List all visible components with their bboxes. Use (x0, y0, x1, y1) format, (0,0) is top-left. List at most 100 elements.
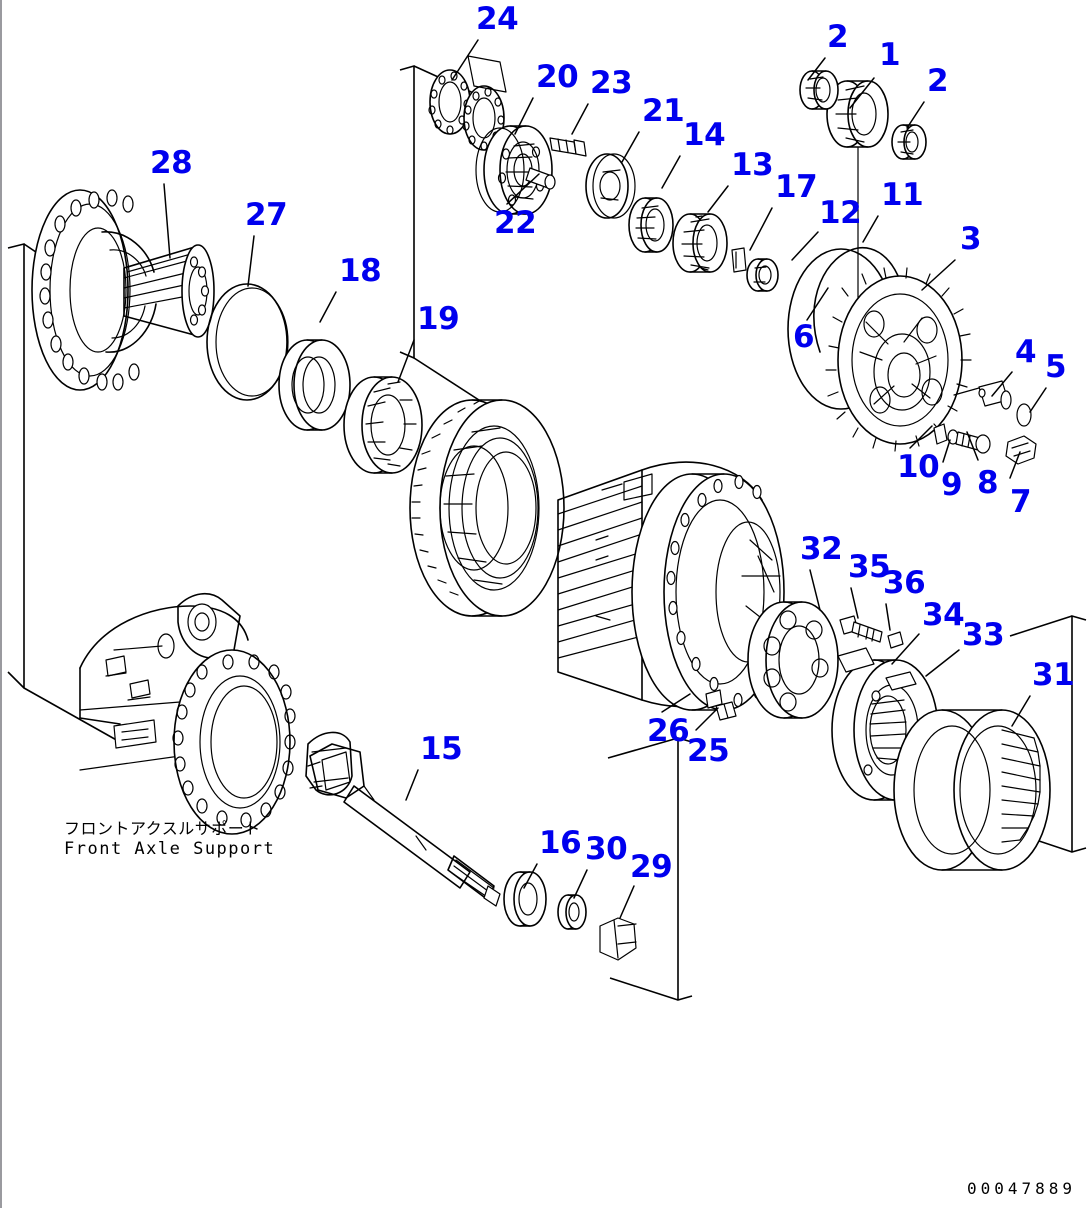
leader-line-18 (319, 291, 337, 323)
part-16-snap-ring-large (503, 871, 547, 927)
part-29-nut-axle (599, 917, 637, 961)
callout-10: 10 (897, 449, 940, 485)
callout-2: 2 (927, 63, 949, 99)
leader-line-34 (891, 633, 920, 665)
part-3-planet-carrier (825, 267, 972, 452)
leader-line-15 (405, 769, 419, 801)
callout-18: 18 (339, 253, 382, 289)
callout-24: 24 (476, 1, 519, 37)
callout-21: 21 (642, 93, 685, 129)
part-25-bolt-hub (715, 701, 737, 721)
leader-line-32 (809, 569, 821, 611)
part-15-axle-shaft (307, 743, 501, 907)
part-23-spring-pin (549, 137, 587, 157)
part-31-ring-gear (893, 709, 1051, 871)
leader-line-4 (991, 371, 1013, 397)
callout-22: 22 (494, 205, 537, 241)
leader-line-2 (906, 101, 925, 129)
leader-line-24 (451, 39, 479, 81)
callout-33: 33 (962, 617, 1005, 653)
leader-line-1 (849, 77, 875, 109)
part-14-planet-gear (628, 197, 674, 253)
leader-line-13 (707, 185, 729, 213)
leader-line-22 (506, 173, 540, 205)
leader-line-16 (523, 863, 538, 889)
part-19-roller-bearing-cage (343, 376, 423, 474)
callout-34: 34 (922, 597, 965, 633)
callout-26: 26 (647, 713, 690, 749)
leader-line-27 (247, 235, 255, 287)
callout-29: 29 (630, 849, 673, 885)
part-7-nut (1005, 435, 1037, 465)
leader-line-33 (925, 649, 960, 677)
callout-17: 17 (775, 169, 818, 205)
part-36-washer-cover (887, 631, 904, 649)
callout-3: 3 (960, 221, 982, 257)
callout-2: 2 (827, 19, 849, 55)
leader-line-26 (661, 693, 691, 713)
part-19-ring-gear-large (409, 399, 565, 617)
callout-1: 1 (879, 37, 901, 73)
leader-lines (163, 39, 1047, 919)
leader-line-11 (862, 215, 879, 243)
part-18-bearing-inner-race (278, 339, 351, 431)
part-8-bolt (955, 431, 991, 454)
leader-line-14 (661, 155, 681, 189)
callout-28: 28 (150, 145, 193, 181)
callout-15: 15 (420, 731, 463, 767)
callout-23: 23 (590, 65, 633, 101)
leader-line-21 (621, 131, 640, 163)
leader-line-6 (806, 287, 829, 321)
caption-japanese: フロントアクスルサポート (64, 819, 261, 838)
leader-line-2 (807, 57, 826, 81)
leader-line-8 (966, 431, 979, 461)
callout-6: 6 (793, 319, 815, 355)
leader-line-12 (791, 231, 819, 261)
part-22-dowel-pin (525, 167, 556, 190)
leader-line-10 (909, 425, 933, 449)
callout-9: 9 (941, 467, 963, 503)
part-24-lock-washer-ring (428, 55, 507, 151)
callout-30: 30 (585, 831, 628, 867)
leader-line-5 (1029, 387, 1047, 413)
part-30-snap-ring-small (557, 894, 587, 930)
callout-31: 31 (1032, 657, 1075, 693)
front-axle-support-bracket (79, 593, 353, 835)
callout-16: 16 (539, 825, 582, 861)
leader-line-9 (942, 439, 951, 463)
part-33-cover-plate (837, 647, 917, 691)
callout-4: 4 (1015, 334, 1037, 370)
callout-14: 14 (683, 117, 726, 153)
part-35-bolt-cover (839, 615, 883, 643)
leader-line-36 (885, 603, 891, 631)
part-10-lock-plate (933, 423, 948, 445)
part-32-bearing-retainer (747, 601, 839, 719)
part-13-needle-bearing (672, 213, 728, 273)
leader-line-31 (1011, 695, 1031, 727)
leader-line-7 (1009, 451, 1021, 479)
callout-36: 36 (883, 565, 926, 601)
part-27-o-ring (206, 283, 289, 401)
callout-20: 20 (536, 59, 579, 95)
caption-english: Front Axle Support (64, 839, 276, 859)
part-17-retaining-clip (731, 247, 747, 273)
part-5-pin-plug (1016, 403, 1032, 427)
leader-line-29 (619, 885, 635, 919)
leader-line-23 (571, 103, 589, 135)
part-20-sun-gear-carrier (475, 125, 553, 215)
part-21-thrust-plate (585, 153, 636, 219)
panel-frame-bottom-center (607, 737, 693, 1001)
leader-line-35 (850, 587, 859, 619)
part-2-roller-bearing-upper-right (891, 124, 927, 160)
part-28-wheel-hub-spindle (31, 189, 215, 391)
leader-line-20 (514, 97, 534, 135)
leader-line-17 (749, 207, 773, 251)
callout-11: 11 (881, 177, 924, 213)
leader-line-25 (695, 707, 719, 731)
callout-12: 12 (819, 195, 862, 231)
part-12-bushing (746, 258, 779, 292)
callout-35: 35 (848, 549, 891, 585)
